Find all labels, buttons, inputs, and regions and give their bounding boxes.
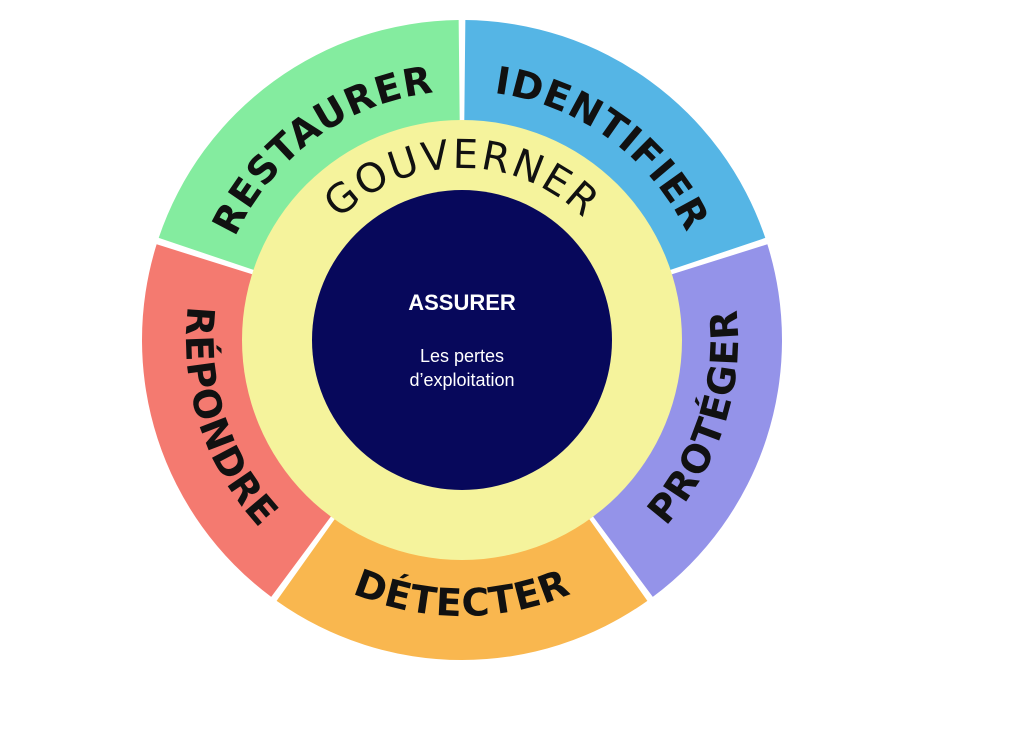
- segment-identifier: [464, 20, 766, 277]
- outer-segments: IDENTIFIERPROTÉGERDÉTECTERRÉPONDRERESTAU…: [141, 20, 782, 661]
- center-title: ASSURER: [408, 290, 516, 315]
- segment-repondre: [141, 244, 343, 597]
- center-subtitle-line2: d’exploitation: [409, 370, 514, 390]
- center-subtitle-line1: Les pertes: [420, 346, 504, 366]
- segment-restaurer: [158, 20, 460, 277]
- center-circle: [312, 190, 612, 490]
- segment-detecter: [276, 503, 648, 661]
- segment-proteger: [581, 244, 782, 597]
